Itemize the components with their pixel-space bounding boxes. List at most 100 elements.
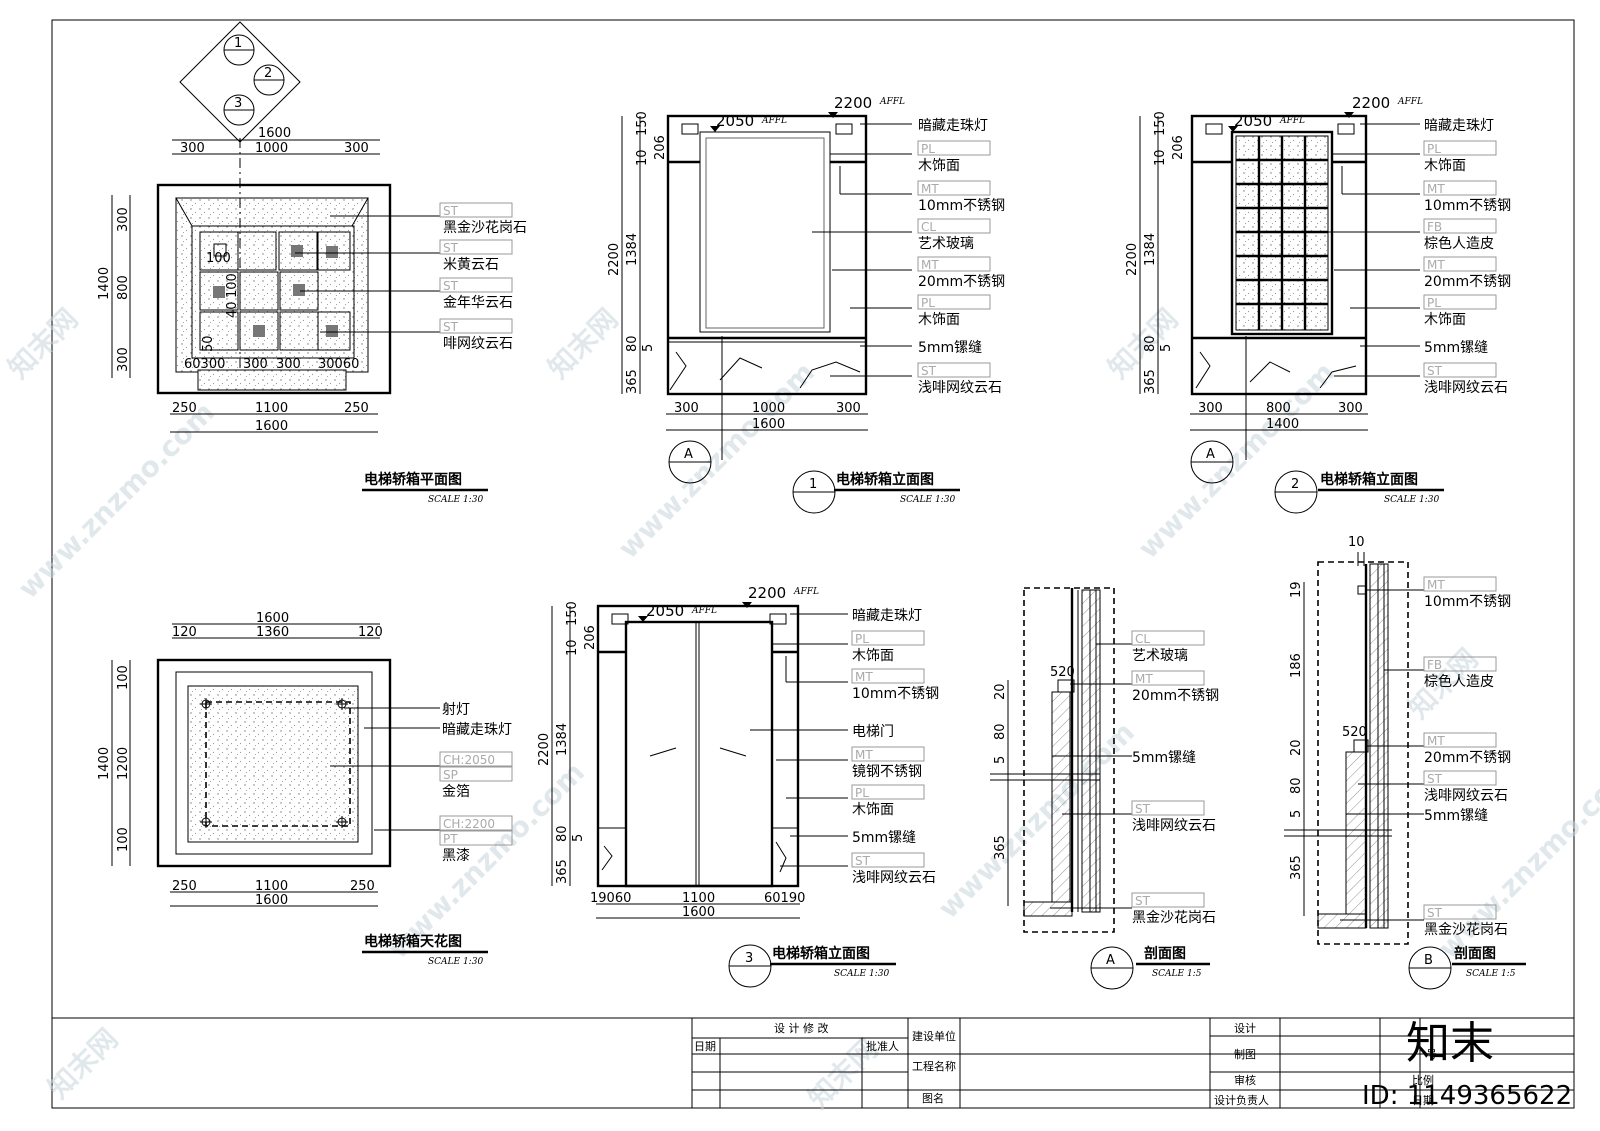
elevation-marker: 3 [745, 951, 753, 966]
material-label: 黑金沙花岗石 [1424, 922, 1508, 938]
level-top: 2200 [834, 94, 872, 112]
dim-label: 1000 [255, 141, 288, 156]
dim-label: 19 [1289, 581, 1304, 598]
dim-label: 300 [344, 141, 369, 156]
tb-review: 审核 [1234, 1073, 1256, 1087]
material-label: 20mm不锈钢 [1424, 750, 1511, 766]
elevation-2: 2200 AFFL 2050 AFFL 150 10 206 2200 1384… [1125, 94, 1511, 514]
material-tag: ST [1427, 906, 1443, 920]
dim-label: 1360 [256, 625, 289, 640]
plan-view: 1600 300 1000 300 1400 300 800 300 [97, 126, 527, 505]
dim-label: 1000 [752, 401, 785, 416]
material-label: 木饰面 [918, 158, 960, 174]
drawing-scale: SCALE 1:30 [900, 495, 955, 505]
material-label: 黑金沙花岗石 [443, 220, 527, 236]
material-tag: PT [443, 832, 458, 846]
material-label: 艺术玻璃 [918, 235, 974, 252]
material-tag: FB [1427, 658, 1442, 672]
material-tag: MT [855, 670, 873, 684]
material-label: 金年华云石 [443, 295, 513, 311]
leather-panel-grid [1235, 135, 1329, 331]
level-mid: 2050 [646, 602, 684, 620]
level-tag: AFFL [761, 116, 787, 126]
watermark-text: 知末网 [542, 302, 625, 385]
brand-logo: 知末 [1406, 1018, 1494, 1069]
dim-label: 100 [206, 251, 231, 266]
dim-label: 10 [1153, 149, 1168, 166]
tb-date2: 日期 [1412, 1094, 1434, 1107]
material-tag: CL [921, 220, 936, 234]
dim-label: 1600 [255, 893, 288, 908]
material-label: 暗藏走珠灯 [852, 608, 922, 624]
dim-label: 206 [583, 625, 598, 650]
material-label: 木饰面 [1424, 158, 1466, 174]
material-label: 20mm不锈钢 [1424, 274, 1511, 290]
sectB-labels: MT 10mm不锈钢 FB 棕色人造皮 MT 20mm不锈钢 ST 浅啡网纹云石… [1340, 576, 1511, 938]
dim-label: 1200 [116, 747, 131, 780]
elev2-material-labels: 暗藏走珠灯 PL 木饰面 MT 10mm不锈钢 FB 棕色人造皮 MT 20mm… [1310, 118, 1511, 396]
material-tag: FB [1427, 220, 1442, 234]
ceiling-plan: 1600 120 1360 120 1400 100 1200 100 250 … [97, 611, 513, 967]
material-label: 10mm不锈钢 [1424, 198, 1511, 214]
dim-label: 2200 [1125, 243, 1140, 276]
dim-label: 1600 [258, 126, 291, 141]
material-tag: ST [1135, 802, 1151, 816]
sectA-labels: CL 艺术玻璃 MT 20mm不锈钢 5mm镙缝 ST 浅啡网纹云石 ST 黑金… [1050, 630, 1219, 926]
tb-approver: 批准人 [866, 1039, 899, 1053]
dim-label: 1384 [1143, 233, 1158, 266]
elev3-material-labels: 暗藏走珠灯 PL 木饰面 MT 10mm不锈钢 电梯门 MT 镜钢不锈钢 PL … [750, 608, 939, 886]
material-tag: SP [443, 768, 458, 782]
dim-label: 1384 [625, 233, 640, 266]
tb-chief: 设计负责人 [1214, 1093, 1269, 1107]
dim-label: 1400 [1266, 417, 1299, 432]
material-label: 木饰面 [918, 312, 960, 328]
material-label: 棕色人造皮 [1424, 673, 1494, 690]
material-tag: MT [1427, 182, 1445, 196]
dim-label: 206 [653, 135, 668, 160]
elev1-material-labels: 暗藏走珠灯 PL 木饰面 MT 10mm不锈钢 CL 艺术玻璃 MT 20mm不… [812, 118, 1005, 396]
material-tag: PL [1427, 296, 1441, 310]
elevation-marker: 2 [1291, 477, 1299, 492]
dim-label: 150 [635, 111, 650, 136]
elevation-1: 2200 AFFL 2050 AFFL 150 10 206 2200 1384… [607, 94, 1005, 514]
dim-label: 120 [358, 625, 383, 640]
material-label: 电梯门 [852, 724, 894, 740]
watermark-text: www.znzmo.com [932, 716, 1141, 925]
dim-label: 100 [225, 273, 240, 298]
dim-label: 5 [993, 756, 1008, 764]
section-marker: A [684, 447, 693, 462]
material-tag: PL [921, 296, 935, 310]
material-label: 镜钢不锈钢 [852, 764, 922, 780]
dim-label: 1100 [682, 891, 715, 906]
marker-number: 2 [264, 66, 272, 81]
section-marker: A [1206, 447, 1215, 462]
material-tag: MT [1135, 672, 1153, 686]
material-label: 棕色人造皮 [1424, 235, 1494, 252]
watermark-text: www.znzmo.com [1132, 356, 1341, 565]
dim-label: 80 [1289, 777, 1304, 794]
material-label: 20mm不锈钢 [1132, 688, 1219, 704]
drawing-title: 电梯轿箱平面图 [364, 471, 462, 488]
material-tag: ST [443, 279, 459, 293]
dim-label: 300 [180, 141, 205, 156]
index-marker-group: 1 2 3 [179, 21, 301, 143]
dim-label: 800 [116, 275, 131, 300]
material-tag: PL [855, 786, 869, 800]
tb-date: 日期 [694, 1040, 716, 1053]
material-label: 金箔 [442, 784, 470, 800]
dim-label: 60190 [764, 891, 805, 906]
dim-label: 1384 [555, 723, 570, 756]
material-label: 啡网纹云石 [443, 336, 513, 352]
material-label: 米黄云石 [443, 256, 499, 273]
material-tag: ST [1135, 894, 1151, 908]
material-label: 浅啡网纹云石 [1424, 788, 1508, 804]
tb-project: 工程名称 [912, 1059, 956, 1073]
material-tag: PL [855, 632, 869, 646]
drawing-scale: SCALE 1:30 [1384, 495, 1439, 505]
dim-label: 5 [641, 344, 656, 352]
dim-label: 80 [993, 723, 1008, 740]
watermark-text: www.znzmo.com [612, 356, 821, 565]
watermark-text: 知末网 [2, 302, 85, 385]
section-marker: A [1106, 953, 1115, 968]
